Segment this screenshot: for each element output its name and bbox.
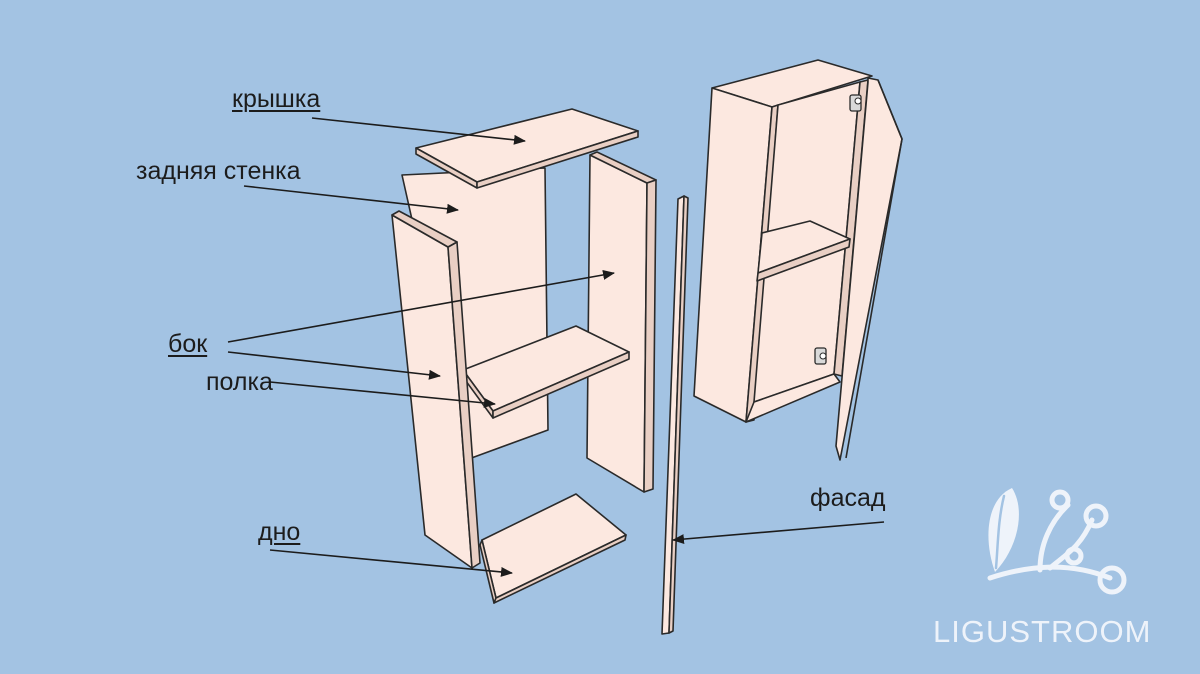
assembled-cabinet <box>693 59 903 461</box>
arrow-side-left <box>227 351 441 380</box>
label-shelf: полка <box>206 368 273 396</box>
facade-panel <box>661 195 689 635</box>
brand-name: LIGUSTROOM <box>933 614 1152 649</box>
hinge-top <box>849 94 862 112</box>
arrow-back-wall <box>243 185 459 214</box>
arrow-shelf <box>269 381 496 408</box>
arrow-lid <box>311 117 526 145</box>
bottom-panel <box>479 493 627 604</box>
ligustrum-branch-icon <box>987 488 1127 595</box>
label-bottom: дно <box>258 518 301 546</box>
left-side-panel <box>391 210 481 569</box>
exploded-cabinet <box>391 108 689 635</box>
arrow-side-right <box>227 270 615 343</box>
label-lid: крышка <box>232 85 321 113</box>
lid-panel <box>415 108 639 189</box>
leader-arrows <box>227 117 885 577</box>
label-back-wall: задняя стенка <box>136 157 301 185</box>
label-side: бок <box>168 330 208 358</box>
shelf-panel <box>462 325 630 419</box>
label-facade: фасад <box>810 484 886 512</box>
hinge-bottom <box>814 347 827 365</box>
arrow-facade <box>672 521 885 545</box>
arrow-bottom <box>269 549 513 577</box>
right-side-panel <box>586 151 657 493</box>
